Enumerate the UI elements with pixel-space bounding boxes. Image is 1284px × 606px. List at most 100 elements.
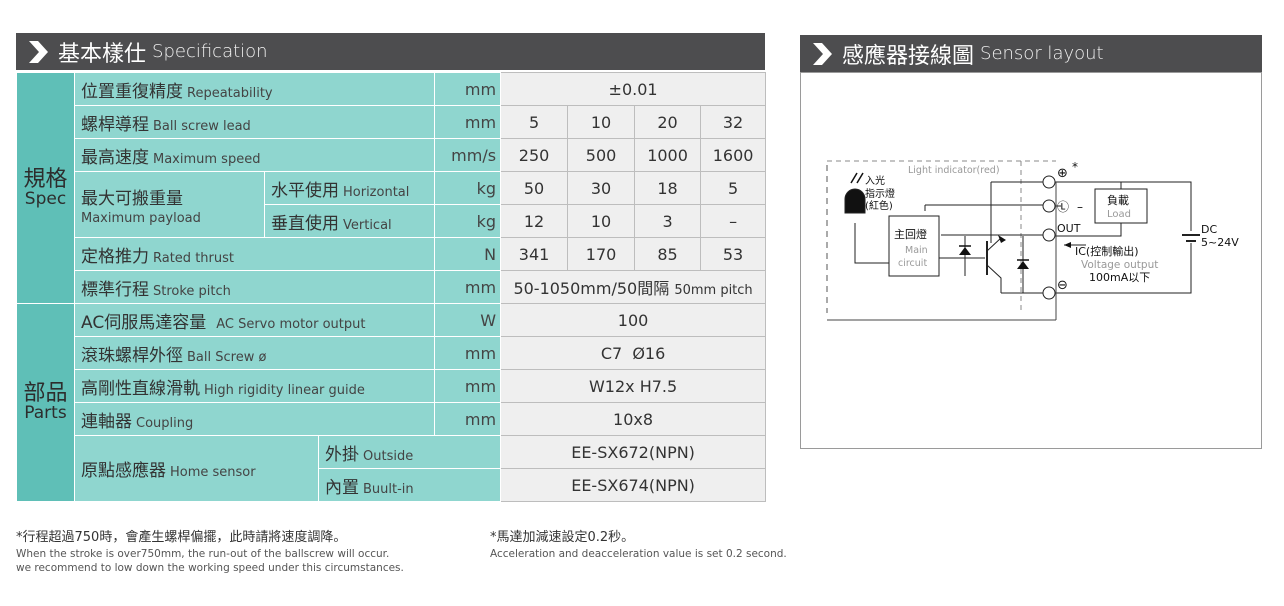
label-en: Ball screw lead [153, 118, 251, 134]
label-en: Repeatability [187, 85, 273, 101]
value-cell: 3 [634, 204, 702, 238]
sensor-layout-panel: Light indicator(red) 入光 指示燈 (紅色) 主回燈 Mai… [800, 72, 1262, 449]
value-cell: – [700, 204, 767, 238]
label-cn: 外掛 [325, 444, 359, 465]
sensor-title-en: Sensor layout [980, 43, 1104, 64]
chevron-right-icon [29, 40, 48, 63]
value-cell: 20 [634, 105, 702, 139]
l-terminal-minus: – [1077, 200, 1083, 214]
sensor-circuit-diagram: Light indicator(red) 入光 指示燈 (紅色) 主回燈 Mai… [826, 160, 1239, 321]
value-cell: 170 [567, 237, 636, 271]
value-cell: 50 [500, 171, 569, 205]
stroke-value: 50-1050mm/50間隔 [513, 279, 670, 298]
section-parts: 部品 Parts [16, 303, 75, 502]
label-en: AC Servo motor output [216, 316, 366, 332]
l-terminal-label: Ⓛ [1057, 200, 1069, 214]
label-en: Maximum payload [81, 210, 201, 226]
spec-title-en: Specification [152, 41, 268, 62]
value-cell-stroke: 50-1050mm/50間隔 50mm pitch [500, 270, 767, 304]
table-row: 部品 Parts AC伺服馬達容量 AC Servo motor output W… [16, 303, 767, 502]
footnote-accel-cn: *馬達加減速設定0.2秒。 [490, 530, 635, 545]
led-label-cn1: 入光 [865, 174, 885, 187]
value-cell: ±0.01 [500, 72, 767, 106]
label-en: Vertical [343, 217, 392, 233]
value-cell: 32 [700, 105, 767, 139]
value-cell: 250 [500, 138, 569, 172]
section-parts-cn: 部品 [23, 381, 68, 407]
footnote-stroke-en2: we recommend to low down the working spe… [16, 561, 404, 574]
value-cell: 85 [634, 237, 702, 271]
section-parts-en: Parts [24, 403, 67, 424]
dc-range-label: 5~24V [1201, 236, 1239, 249]
unit: mm/s [434, 138, 502, 172]
value-cell: 30 [567, 171, 636, 205]
value-cell: C7 Ø16 [500, 336, 767, 370]
value-cell: 1600 [700, 138, 767, 172]
voltage-output-label: Voltage output [1081, 259, 1158, 271]
value-cell: EE-SX672(NPN) [500, 435, 767, 469]
label-cn: 內置 [325, 477, 359, 498]
plus-note-star: * [1072, 160, 1078, 174]
footnote-accel: *馬達加減速設定0.2秒。 Acceleration and deacceler… [490, 526, 790, 562]
sensor-title-cn: 感應器接線圖 [842, 43, 975, 69]
label-cn: 原點感應器 [81, 461, 166, 481]
stroke-value-small: 50mm pitch [674, 283, 753, 298]
label-en: High rigidity linear guide [204, 382, 365, 398]
value-cell: 12 [500, 204, 569, 238]
sensor-header: 感應器接線圖 Sensor layout [800, 35, 1262, 72]
value-cell: 341 [500, 237, 569, 271]
unit: N [434, 237, 502, 271]
label-en: Coupling [136, 415, 194, 431]
label-en: Outside [363, 448, 414, 464]
value-cell: EE-SX674(NPN) [500, 468, 767, 502]
row-label-motor: AC伺服馬達容量 AC Servo motor output [73, 303, 436, 337]
light-indicator-label: Light indicator(red) [908, 165, 1000, 176]
current-label: 100mA以下 [1089, 271, 1150, 284]
value-cell: 100 [500, 303, 767, 337]
label-en: Horizontal [343, 184, 410, 200]
label-cn: 最高速度 [81, 147, 149, 168]
label-cn: 標準行程 [81, 279, 149, 300]
label-cn: 定格推力 [81, 246, 149, 267]
label-cn: AC伺服馬達容量 [81, 312, 207, 333]
spec-header: 基本樣仕 Specification [16, 33, 765, 70]
value-cell: 500 [567, 138, 636, 172]
unit: kg [434, 171, 502, 205]
led-label-cn3: (紅色) [865, 199, 893, 212]
led-label-cn2: 指示燈 [865, 187, 895, 200]
label-en: Buult-in [363, 481, 414, 497]
chevron-right-icon [813, 42, 832, 65]
main-circuit-en1: Main [905, 245, 928, 256]
section-spec: 規格 Spec [16, 72, 75, 304]
main-circuit-cn: 主回燈 [894, 227, 927, 241]
value-cell: W12x H7.5 [500, 369, 767, 403]
label-cn: 螺桿導程 [81, 114, 149, 135]
unit: mm [434, 270, 502, 304]
value-cell: 1000 [634, 138, 702, 172]
unit: mm [434, 105, 502, 139]
label-cn: 水平使用 [271, 180, 339, 201]
main-circuit-en2: circuit [898, 258, 927, 269]
unit: mm [434, 336, 502, 370]
unit: W [434, 303, 502, 337]
section-spec-en: Spec [24, 188, 67, 209]
value-cell: 5 [500, 105, 569, 139]
label-en: Rated thrust [153, 250, 234, 266]
